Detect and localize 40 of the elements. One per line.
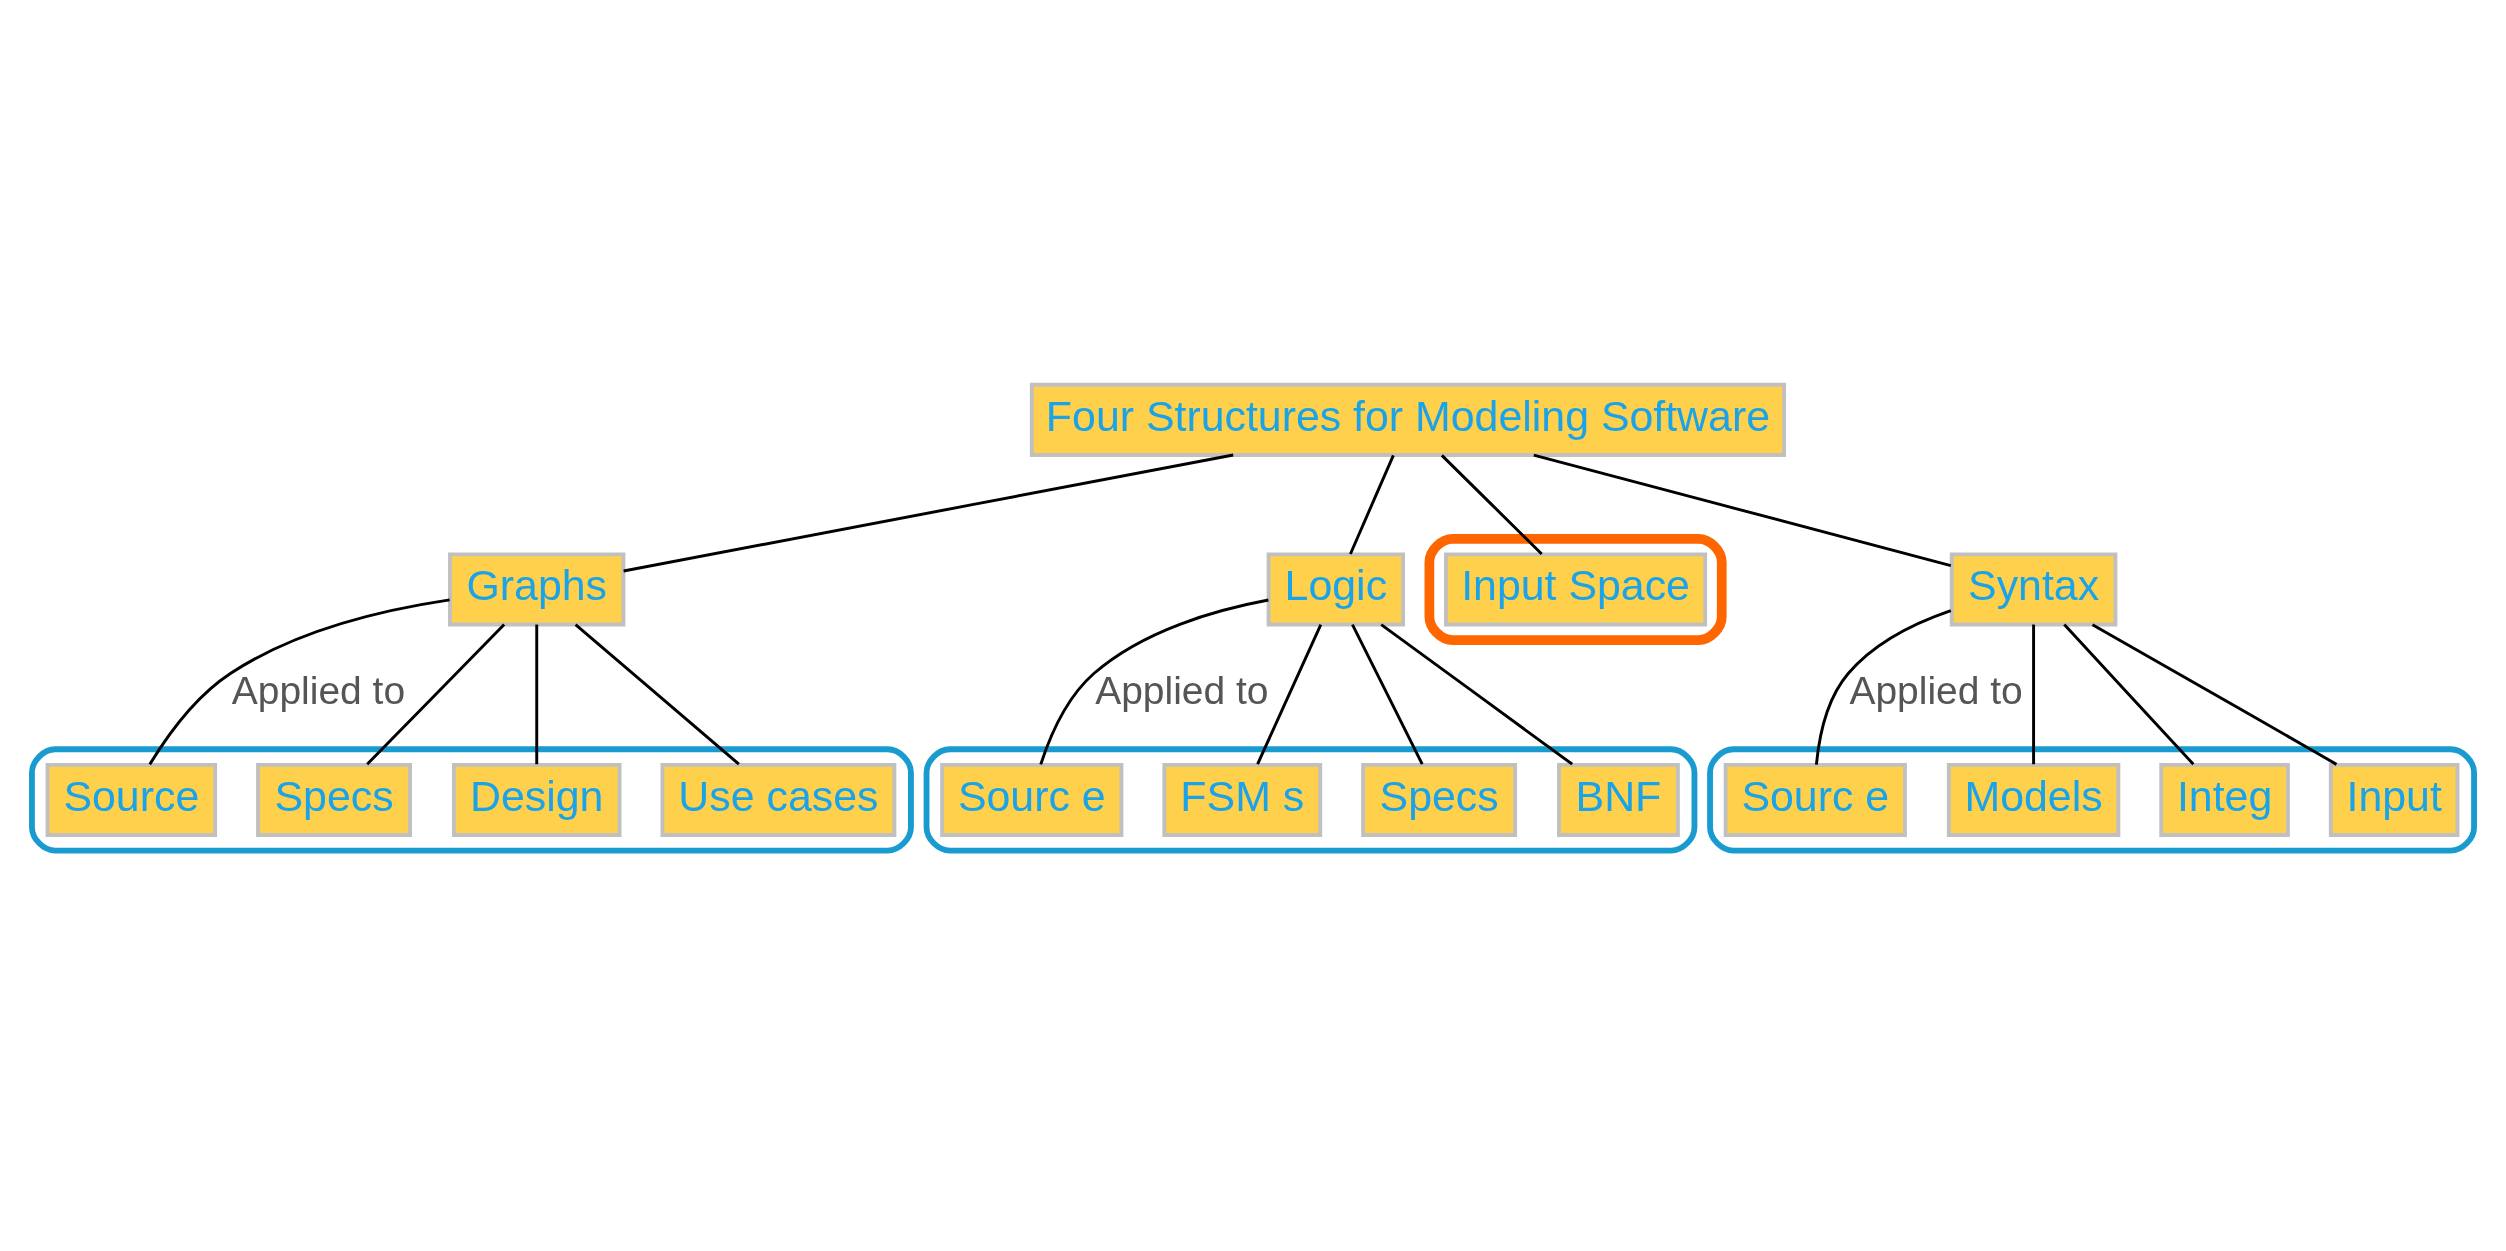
node-box: FSM s bbox=[1162, 762, 1323, 837]
connector bbox=[1533, 453, 1952, 567]
node-box: Design bbox=[451, 762, 622, 837]
connector bbox=[1256, 623, 1323, 765]
node-box: Graphs bbox=[448, 552, 626, 627]
connector bbox=[1351, 623, 1424, 765]
edge-label: Applied to bbox=[1095, 669, 1269, 713]
connector bbox=[1440, 454, 1543, 556]
node-box: Specs bbox=[1361, 762, 1518, 837]
connector bbox=[1814, 609, 1952, 765]
connector bbox=[1349, 454, 1395, 555]
node-box: Models bbox=[1946, 762, 2121, 837]
connector bbox=[574, 623, 740, 766]
connector bbox=[535, 624, 539, 765]
node-box: Syntax bbox=[1949, 552, 2118, 627]
connector bbox=[1039, 598, 1269, 765]
node-box: BNF bbox=[1557, 762, 1680, 837]
node-box: Logic bbox=[1266, 552, 1405, 627]
connector bbox=[366, 623, 506, 766]
cluster bbox=[29, 746, 914, 854]
node-box: Integ bbox=[2159, 762, 2290, 837]
node-box: Use cases bbox=[660, 762, 897, 837]
cluster bbox=[1707, 746, 2477, 854]
connector bbox=[148, 598, 450, 766]
connector bbox=[2032, 624, 2036, 765]
cluster bbox=[1424, 533, 1727, 645]
connector bbox=[2063, 623, 2195, 766]
cluster bbox=[923, 746, 1698, 854]
edge-label: Applied to bbox=[1849, 669, 2023, 713]
node-box: Specs bbox=[256, 762, 412, 837]
connector bbox=[2091, 623, 2338, 766]
node-box: Four Structures for Modeling Software bbox=[1029, 382, 1787, 457]
node-box: Input Space bbox=[1444, 552, 1708, 627]
node-box: Input bbox=[2328, 762, 2460, 837]
node-box: Sourc e bbox=[1723, 762, 1907, 837]
edge-label: Applied to bbox=[231, 669, 406, 713]
connector bbox=[1380, 623, 1574, 766]
node-box: Sourc e bbox=[940, 762, 1124, 837]
connector bbox=[623, 453, 1234, 573]
node-box: Source bbox=[45, 762, 218, 837]
